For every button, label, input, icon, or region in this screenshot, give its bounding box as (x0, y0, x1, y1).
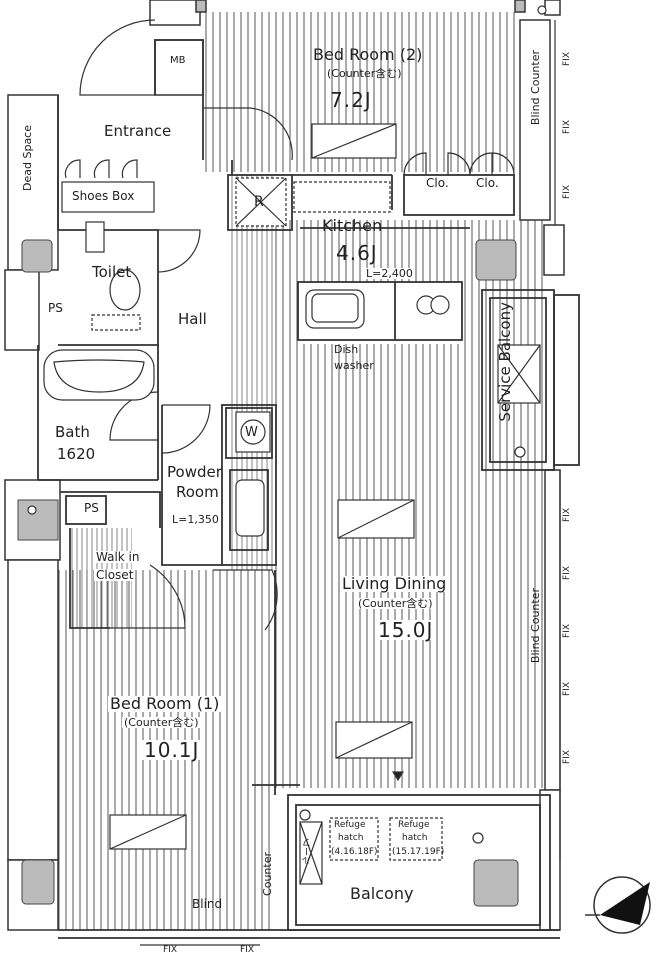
fix-label: FIX (562, 566, 572, 580)
fix-label: FIX (562, 52, 572, 66)
washer-label: W (245, 425, 258, 440)
kitchen-length: L=2,400 (364, 267, 415, 280)
service-balcony-label: Service Balcony (496, 302, 514, 422)
ps2-label: PS (84, 501, 99, 515)
refrigerator-label: R (254, 194, 264, 210)
refuge-hatch-2-line3: (15.17.19F) (392, 847, 445, 857)
refuge-hatch-2-line1: Refuge (398, 820, 430, 830)
walkin-line2: Closet (94, 568, 136, 582)
living-name: Living Dining (340, 574, 449, 593)
kitchen-size: 4.6J (336, 241, 378, 265)
walkin-line1: Walk in (94, 550, 142, 564)
bath-size: 1620 (57, 445, 96, 463)
dishwasher-line1: Dish (334, 343, 359, 356)
bedroom2-name: Bed Room (2) (313, 45, 423, 64)
counter-label: Counter (261, 852, 274, 896)
refuge-hatch-1-line2: hatch (338, 833, 364, 843)
dishwasher-line2: washer (334, 359, 374, 372)
powder-room-name2: Room (176, 483, 219, 501)
fix-label: FIX (562, 624, 572, 638)
fix-label: FIX (562, 120, 572, 134)
fix-label: FIX (562, 508, 572, 522)
powder-room-name: Powder (167, 463, 222, 481)
roof-ladder-label: ルーフ (303, 838, 313, 865)
blind-counter-top-label: Blind Counter (529, 50, 542, 126)
toilet-label: Toilet (92, 263, 132, 281)
dead-space-label: Dead Space (21, 125, 34, 191)
clo2-label: Clo. (476, 176, 499, 190)
entrance-label: Entrance (104, 122, 172, 140)
blind-label: Blind (192, 897, 223, 911)
bedroom1-name: Bed Room (1) (108, 694, 222, 713)
refuge-hatch-1-line1: Refuge (334, 820, 366, 830)
kitchen-name: Kitchen (322, 216, 383, 235)
bath-name: Bath (55, 423, 90, 441)
ps1-label: PS (48, 301, 63, 315)
fix-label: FIX (562, 750, 572, 764)
fix-label: FIX (163, 945, 177, 955)
fix-label: FIX (562, 185, 572, 199)
living-note: (Counter含む) (356, 597, 435, 610)
bedroom1-note: (Counter含む) (122, 716, 201, 729)
mb-label: MB (170, 55, 186, 66)
fix-label: FIX (240, 945, 254, 955)
hall-label: Hall (178, 310, 207, 328)
living-size: 15.0J (376, 618, 436, 642)
bedroom2-size: 7.2J (330, 88, 372, 112)
refuge-hatch-1-line3: (4.16.18F) (331, 847, 378, 857)
blind-counter-side-label: Blind Counter (529, 588, 542, 664)
powder-room-length: L=1,350 (172, 513, 219, 526)
fix-label: FIX (562, 682, 572, 696)
north-arrow-icon (585, 876, 651, 934)
shoes-box-label: Shoes Box (72, 189, 135, 203)
balcony-label: Balcony (350, 884, 414, 903)
bedroom2-note: (Counter含む) (327, 67, 402, 80)
clo1-label: Clo. (426, 176, 449, 190)
refuge-hatch-2-line2: hatch (402, 833, 428, 843)
bedroom1-size: 10.1J (142, 738, 202, 762)
